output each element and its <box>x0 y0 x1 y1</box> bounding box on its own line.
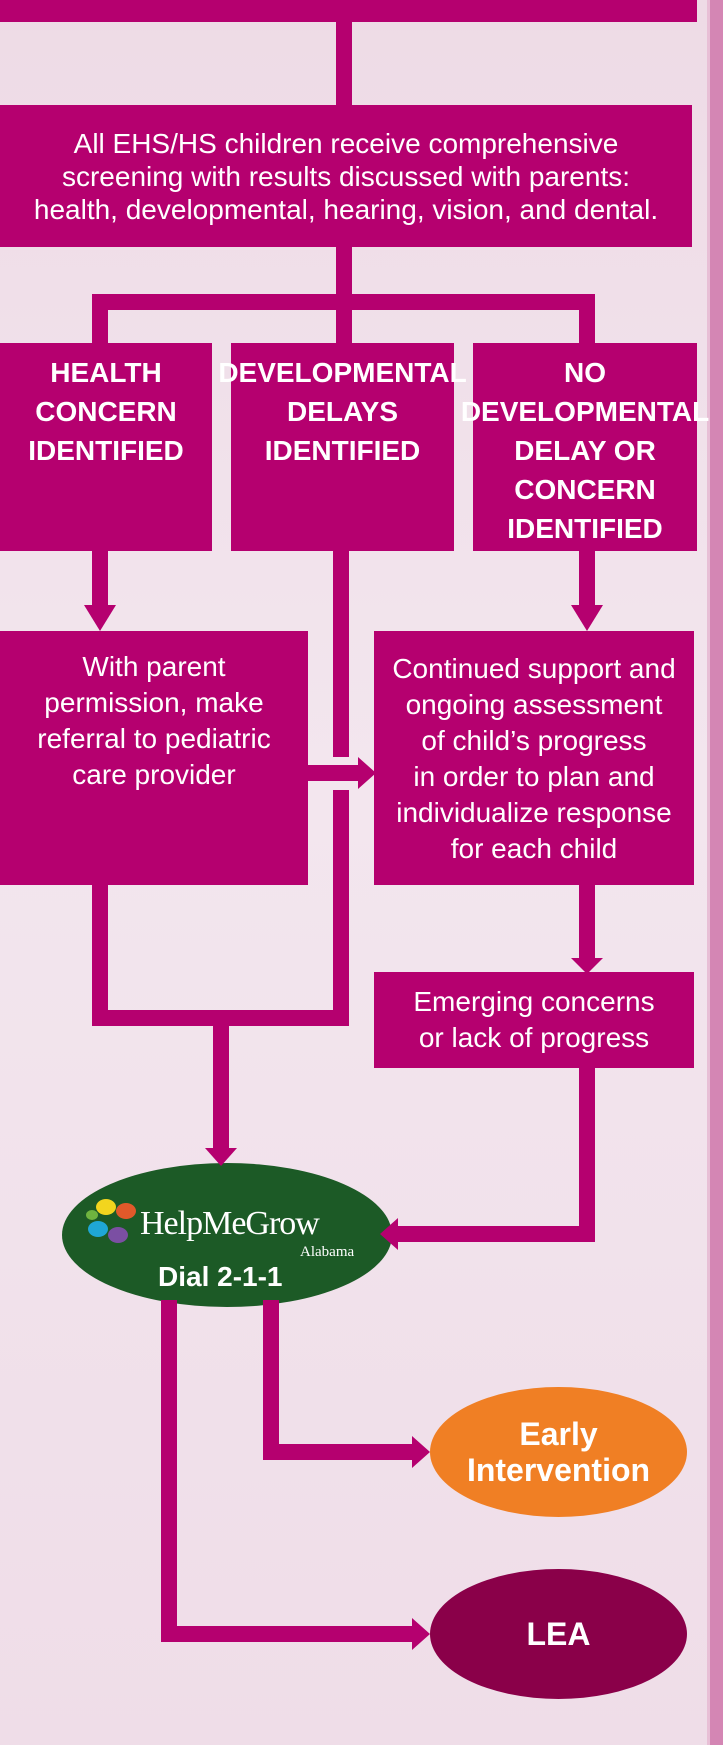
connector-emerging-down <box>579 1068 595 1242</box>
support-box: Continued support and ongoing assessment… <box>374 631 694 885</box>
health-concern-box: HEALTH CONCERN IDENTIFIED <box>0 343 212 551</box>
arrowhead-to-support <box>358 757 376 789</box>
emerging-concerns-text: Emerging concerns or lack of progress <box>413 986 655 1053</box>
no-delay-label: NO DEVELOPMENTAL DELAY OR CONCERN IDENTI… <box>460 357 710 544</box>
connector-branch-right <box>579 294 595 344</box>
top-partial-box <box>0 0 697 22</box>
arrowhead-to-lea <box>412 1618 430 1650</box>
connector-health-down <box>92 551 108 605</box>
connector-branch-horizontal <box>92 294 595 310</box>
early-intervention-label: Early Intervention <box>466 1416 651 1488</box>
connector-emerging-left <box>398 1226 595 1242</box>
early-intervention-oval: Early Intervention <box>430 1387 687 1517</box>
connector-referral-to-support <box>308 765 360 781</box>
arrowhead-to-early-intervention <box>412 1436 430 1468</box>
connector-branch-left <box>92 294 108 344</box>
no-delay-box: NO DEVELOPMENTAL DELAY OR CONCERN IDENTI… <box>461 343 709 551</box>
right-border-strip <box>710 0 723 1745</box>
connector-merge-down <box>213 1010 229 1150</box>
screening-text: All EHS/HS children receive comprehensiv… <box>33 127 659 225</box>
connector-hmg-to-ei-horizontal <box>263 1444 412 1460</box>
emerging-concerns-box: Emerging concerns or lack of progress <box>374 972 694 1068</box>
right-border-highlight <box>707 0 710 1745</box>
arrowhead-emerging-to-hmg <box>380 1218 398 1250</box>
help-me-grow-region: Alabama <box>300 1244 355 1260</box>
arrowhead-support-to-emerging <box>571 958 603 974</box>
arrowhead-none-to-support <box>571 605 603 631</box>
developmental-delays-label: DEVELOPMENTAL DELAYS IDENTIFIED <box>218 357 467 466</box>
lea-oval: LEA <box>430 1569 687 1699</box>
arrowhead-health-to-referral <box>84 605 116 631</box>
dial-211-label: Dial 2-1-1 <box>158 1261 283 1292</box>
developmental-delays-box: DEVELOPMENTAL DELAYS IDENTIFIED <box>218 343 467 551</box>
connector-referral-down <box>92 885 108 1026</box>
arrowhead-merge-to-hmg <box>205 1148 237 1166</box>
connector-support-down <box>579 885 595 959</box>
screening-box: All EHS/HS children receive comprehensiv… <box>0 105 692 247</box>
lea-label: LEA <box>526 1615 591 1652</box>
connector-hmg-to-lea-horizontal <box>161 1626 412 1642</box>
connector-top-to-screening <box>336 22 352 106</box>
connector-hmg-to-ei-down <box>263 1300 279 1460</box>
referral-box: With parent permission, make referral to… <box>0 631 308 885</box>
connector-developmental-down <box>333 551 349 757</box>
help-me-grow-wordmark: HelpMeGrow <box>140 1205 320 1242</box>
support-text: Continued support and ongoing assessment… <box>392 653 676 864</box>
help-me-grow-flower-icon <box>86 1199 136 1243</box>
connector-none-down <box>579 551 595 605</box>
referral-text: With parent permission, make referral to… <box>37 651 271 790</box>
health-concern-label: HEALTH CONCERN IDENTIFIED <box>28 357 184 466</box>
connector-developmental-lower <box>333 790 349 1026</box>
connector-hmg-to-lea-down <box>161 1300 177 1642</box>
